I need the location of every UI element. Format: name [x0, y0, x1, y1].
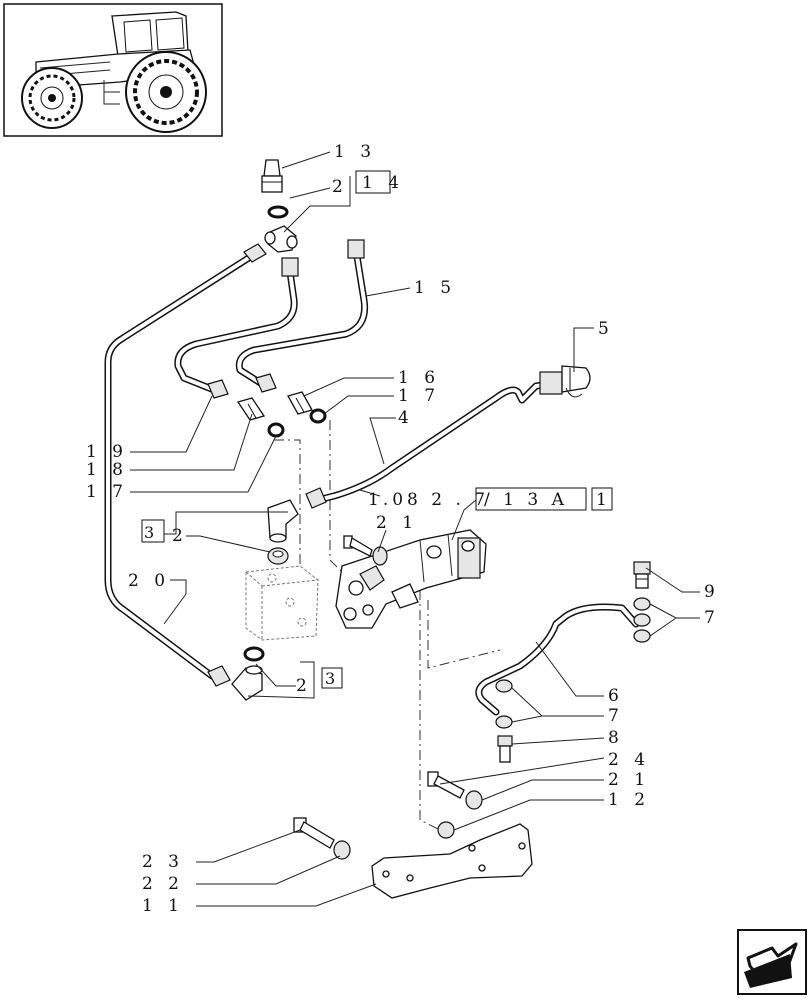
- callout-4: 4: [398, 408, 414, 428]
- pipe-4: [314, 380, 556, 504]
- bracket-11: [371, 823, 533, 899]
- washers-7-right: [633, 597, 651, 643]
- callout-14: 1 4: [362, 173, 404, 193]
- nut-19: [207, 379, 229, 399]
- callout-11: 1 1: [142, 896, 184, 916]
- callout-17-lower: 1 7: [86, 482, 128, 502]
- callout-2-top: 2: [332, 177, 348, 197]
- elbow-fitting-3: [267, 499, 299, 543]
- fitting-13-banjo-bolt: [261, 159, 283, 193]
- nut-top-right: [347, 239, 365, 259]
- callout-12: 1 2: [608, 790, 650, 810]
- ref-box-13a[interactable]: [475, 487, 587, 511]
- callout-17-upper: 1 7: [398, 386, 440, 406]
- callout-24: 2 4: [608, 750, 650, 770]
- washer-21-upper: [372, 546, 388, 566]
- seal-washer-2-bottom: [243, 646, 265, 662]
- callout-21-upper: 2 1: [376, 513, 418, 533]
- next-page-arrow-icon[interactable]: [737, 929, 807, 995]
- cross-reference: 1.08 2 . 7 / 1 3 A 1: [368, 490, 611, 510]
- callout-13: 1 3: [334, 142, 376, 162]
- ref-middle: / 1 3 A: [484, 490, 568, 510]
- adapter-18: [236, 397, 266, 421]
- ref-box-3a[interactable]: [141, 519, 165, 543]
- bolt-21-upper: [343, 535, 373, 557]
- tee-fitting-14: [264, 225, 298, 253]
- callout-20: 2 0: [128, 571, 170, 591]
- nut-top-left: [243, 243, 267, 263]
- leader-lines: [130, 151, 700, 907]
- callout-16: 1 6: [398, 368, 440, 388]
- washer-2-mid: [267, 547, 289, 565]
- pipe-20: [104, 248, 262, 680]
- callout-6: 6: [608, 686, 624, 706]
- ref-suffix: 1: [596, 490, 611, 510]
- callout-7-right: 7: [704, 608, 720, 628]
- washer-22: [333, 840, 351, 860]
- spacer-12: [437, 821, 455, 839]
- seal-washer-17-right: [309, 408, 327, 424]
- bolt-8: [497, 735, 513, 763]
- callout-8: 8: [608, 728, 624, 748]
- nut-15: [255, 373, 277, 393]
- ref-box-14[interactable]: [355, 170, 391, 194]
- washers-7-left: [495, 679, 513, 729]
- washer-21-lower: [465, 790, 483, 810]
- adapter-16: [287, 391, 313, 415]
- callout-2-mid: 2: [172, 526, 188, 546]
- nut-top-center: [281, 257, 299, 277]
- ref-box-1[interactable]: [591, 487, 613, 511]
- pipe-6: [475, 603, 640, 716]
- callout-15: 1 5: [414, 278, 456, 298]
- tractor-thumbnail: [3, 3, 223, 137]
- bolt-24: [427, 771, 465, 799]
- callout-labels: 1 3 2 1 4 1 5 5 1 6 1 7 4 1 9 1 8 1 7 3 …: [86, 142, 720, 916]
- callout-3-ref-bottom: 3: [325, 669, 335, 688]
- nut-20: [207, 665, 231, 687]
- quick-coupler-5: [539, 365, 591, 398]
- valve-assembly: [335, 529, 487, 629]
- callout-23: 2 3: [142, 852, 184, 872]
- callout-5: 5: [598, 319, 614, 339]
- callout-22: 2 2: [142, 874, 184, 894]
- callout-9: 9: [704, 582, 720, 602]
- bolt-9: [633, 561, 651, 589]
- valve-block-outline: [245, 565, 319, 641]
- ref-box-3b[interactable]: [321, 667, 343, 689]
- callout-7-left: 7: [608, 706, 624, 726]
- callout-2-bottom: 2: [296, 676, 312, 696]
- seal-washer-17-left: [267, 422, 285, 438]
- bolt-23: [293, 817, 335, 849]
- ref-prefix: 1.08 2 . 7: [368, 490, 489, 510]
- seal-washer-2-top: [267, 205, 289, 219]
- callout-18: 1 8: [86, 460, 128, 480]
- callout-19: 1 9: [86, 442, 128, 462]
- callout-21-lower: 2 1: [608, 770, 650, 790]
- nut-pipe-4: [305, 487, 327, 509]
- elbow-fitting-bottom: [231, 665, 263, 701]
- callout-3-ref: 3: [144, 523, 154, 542]
- pipe-15: [235, 246, 369, 388]
- pipe-19: [174, 268, 298, 394]
